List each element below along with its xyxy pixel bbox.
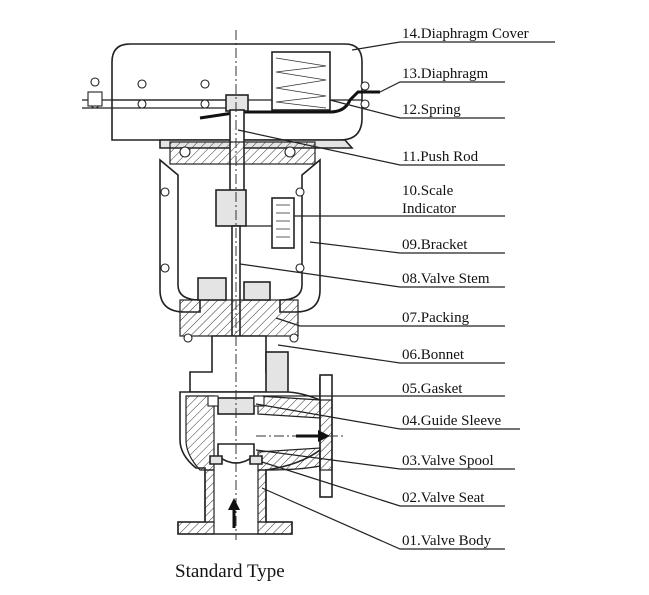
flow-arrow-outlet-icon <box>296 430 330 442</box>
label-gasket: 05.Gasket <box>402 381 463 397</box>
label-push-rod: 11.Push Rod <box>402 149 479 165</box>
leader-lines <box>237 41 555 550</box>
diaphragm <box>199 90 380 120</box>
label-scale: 10.Scale <box>402 183 454 199</box>
label-packing: 07.Packing <box>402 310 470 326</box>
part-labels: 14.Diaphragm Cover 13.Diaphragm 12.Sprin… <box>402 26 529 549</box>
yoke-top-flange <box>169 141 316 165</box>
cover-bolts <box>87 77 370 109</box>
bonnet <box>189 335 289 397</box>
label-valve-body: 01.Valve Body <box>402 533 492 549</box>
valve-seat <box>209 455 263 465</box>
diagram-caption: Standard Type <box>175 561 285 582</box>
spring-icon <box>271 51 331 111</box>
label-guide-sleeve: 04.Guide Sleeve <box>402 413 501 429</box>
label-diaphragm-cover: 14.Diaphragm Cover <box>402 26 529 42</box>
label-bracket: 09.Bracket <box>402 237 468 253</box>
label-bonnet: 06.Bonnet <box>402 347 465 363</box>
label-spring: 12.Spring <box>402 102 461 118</box>
label-valve-spool: 03.Valve Spool <box>402 453 494 469</box>
push-rod <box>215 94 249 227</box>
flow-arrow-inlet-icon <box>228 498 240 528</box>
scale-indicator <box>246 197 295 249</box>
label-scale-indicator: Indicator <box>402 201 456 217</box>
label-valve-seat: 02.Valve Seat <box>402 490 485 506</box>
label-diaphragm: 13.Diaphragm <box>402 66 489 82</box>
label-valve-stem: 08.Valve Stem <box>402 271 490 287</box>
packing-flange <box>179 277 299 343</box>
